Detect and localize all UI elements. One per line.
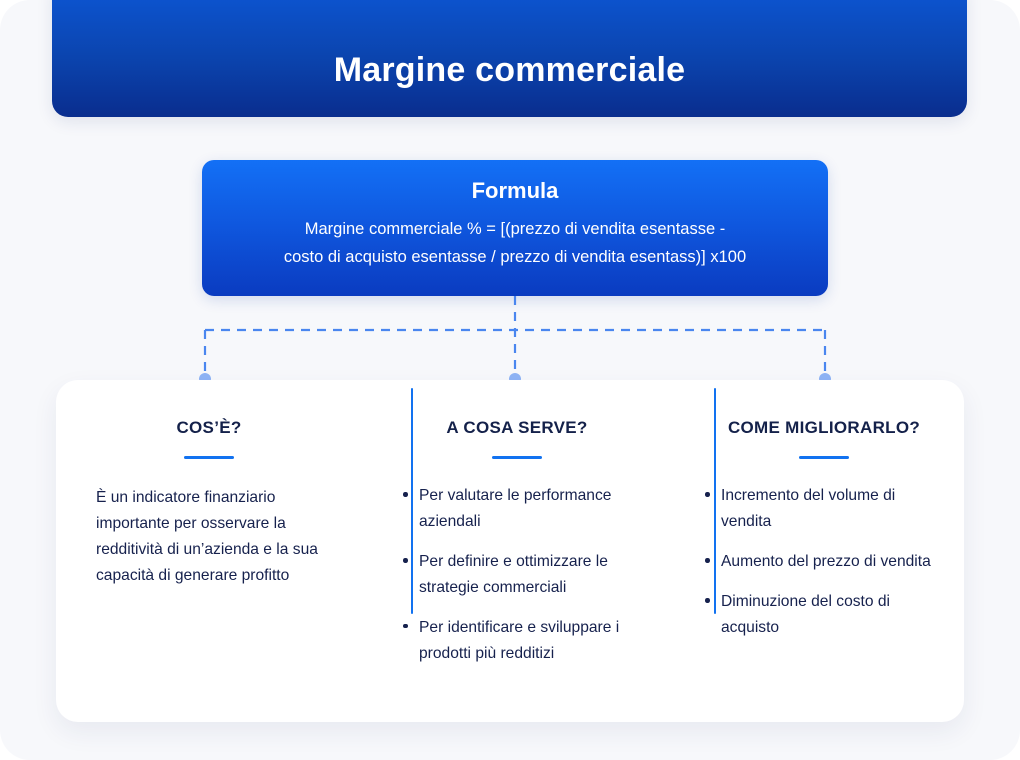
- list-item: Aumento del prezzo di vendita: [704, 549, 944, 575]
- column-divider-2: [714, 388, 716, 614]
- column-cosa-e: COS’È? È un indicatore finanziario impor…: [56, 418, 356, 722]
- bullet-list: Per valutare le performance aziendali Pe…: [402, 483, 632, 666]
- heading-underline: [492, 456, 542, 460]
- header-banner: Margine commerciale: [52, 0, 967, 117]
- formula-expression-line-2: costo di acquisto esentasse / prezzo di …: [283, 248, 747, 267]
- list-item: Incremento del volume di vendita: [704, 483, 944, 535]
- list-item: Diminuzione del costo di acquisto: [704, 589, 944, 641]
- list-item: Per definire e ottimizzare le strategie …: [402, 549, 632, 601]
- bullet-list: Incremento del volume di vendita Aumento…: [704, 483, 944, 640]
- heading-underline: [184, 456, 234, 460]
- list-item: Per valutare le performance aziendali: [402, 483, 632, 535]
- column-heading: COME MIGLIORARLO?: [727, 418, 921, 437]
- page-title: Margine commerciale: [333, 51, 686, 89]
- formula-expression: Margine commerciale % = [(prezzo di vend…: [228, 216, 802, 271]
- column-come-migliorarlo: COME MIGLIORARLO? Incremento del volume …: [656, 418, 964, 722]
- column-divider-1: [411, 388, 413, 614]
- formula-expression-line-1: Margine commerciale % = [(prezzo di vend…: [304, 220, 726, 239]
- column-heading: COS’È?: [176, 418, 242, 437]
- column-a-cosa-serve: A COSA SERVE? Per valutare le performanc…: [356, 418, 656, 722]
- formula-card: Formula Margine commerciale % = [(prezzo…: [202, 160, 828, 296]
- column-heading: A COSA SERVE?: [446, 418, 588, 437]
- connector-diagram: [199, 296, 831, 385]
- list-item: Per identificare e sviluppare i prodotti…: [402, 615, 632, 667]
- heading-underline: [799, 456, 849, 460]
- formula-label: Formula: [471, 178, 559, 203]
- column-body-text: È un indicatore finanziario importante p…: [96, 489, 318, 585]
- content-card: COS’È? È un indicatore finanziario impor…: [56, 380, 964, 722]
